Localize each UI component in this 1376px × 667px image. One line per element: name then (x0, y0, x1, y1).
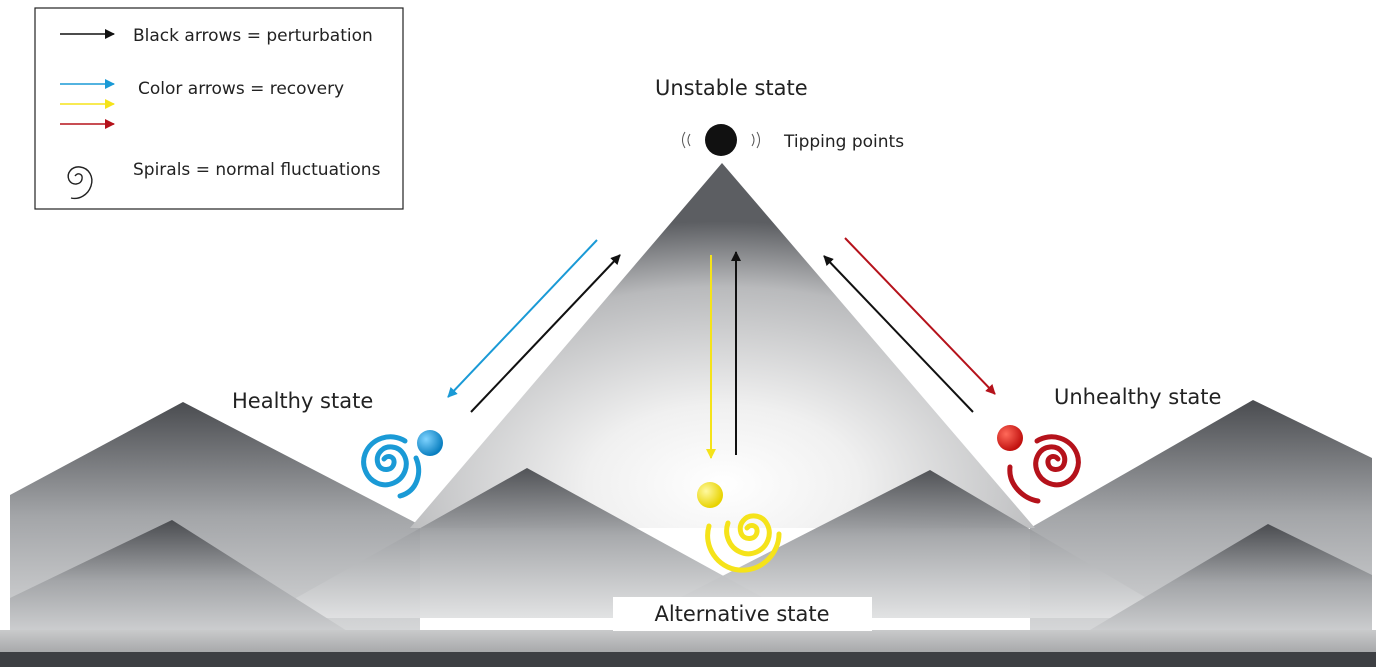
unstable-state-label: Unstable state (655, 76, 808, 100)
ground-line (0, 652, 1376, 667)
legend-recovery-label: Color arrows = recovery (138, 79, 344, 99)
healthy-spiral-icon (361, 434, 422, 499)
hill-front-left (10, 520, 385, 655)
unhealthy-state-label: Unhealthy state (1054, 385, 1221, 409)
hill-mid-right (640, 470, 1150, 618)
legend-fluctuations-label: Spirals = normal fluctuations (133, 160, 381, 180)
legend-box (34, 7, 404, 210)
perturbation-arrow-right (823, 255, 974, 413)
central-peak (410, 163, 1035, 528)
recovery-arrow-blue (447, 239, 598, 398)
alternative-ball-icon (697, 482, 723, 508)
unhealthy-spiral-icon (1007, 434, 1081, 504)
legend-perturbation-label: Black arrows = perturbation (133, 26, 373, 46)
hill-front-right (1048, 524, 1372, 655)
healthy-ball-icon (417, 430, 443, 456)
vibration-marks-icon (682, 131, 760, 149)
legend-spiral-icon (67, 166, 93, 200)
unstable-ball-icon (705, 124, 737, 156)
alternative-state-box (613, 597, 872, 631)
healthy-state-label: Healthy state (232, 389, 373, 413)
recovery-arrow-red (844, 237, 996, 395)
alternative-state-label: Alternative state (654, 602, 829, 626)
perturbation-arrow-left (470, 254, 621, 413)
unhealthy-ball-icon (997, 425, 1023, 451)
tipping-points-label: Tipping points (783, 132, 904, 152)
ground-floor (0, 630, 1376, 652)
alternative-spiral-icon (705, 513, 782, 573)
hill-mid-left (296, 468, 800, 618)
